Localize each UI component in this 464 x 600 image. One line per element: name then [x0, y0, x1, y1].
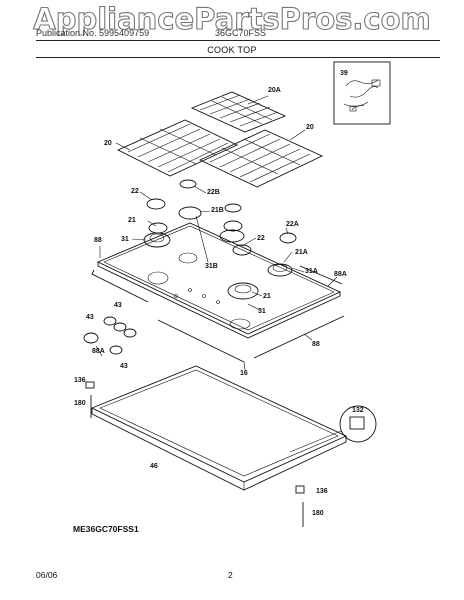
callout-180-right: 180 [312, 510, 324, 517]
control-knobs [83, 316, 137, 355]
header-rule-top [36, 40, 440, 41]
callout-31b: 31B [205, 263, 218, 270]
callout-31-left: 31 [121, 236, 129, 243]
callout-21-right: 21 [263, 293, 271, 300]
callout-21a: 21A [295, 249, 308, 256]
model-number: ME36GC70FSS1 [73, 524, 139, 534]
callout-43-left: 43 [86, 314, 94, 321]
callout-21b: 21B [211, 207, 224, 214]
page-number: 2 [228, 570, 233, 580]
cooktop-panel [96, 222, 342, 339]
callout-20-left: 20 [104, 140, 112, 147]
callout-88-right: 88 [312, 341, 320, 348]
callout-136-right: 136 [316, 488, 328, 495]
grate-20a [190, 91, 287, 133]
grate-20-right [198, 129, 324, 188]
callout-20-right: 20 [306, 124, 314, 131]
header-rule-bottom [36, 57, 440, 58]
callout-22a: 22A [286, 221, 299, 228]
callout-88-left: 88 [94, 237, 102, 244]
callout-88a-left: 88A [92, 348, 105, 355]
section-title: COOK TOP [207, 45, 257, 55]
callout-136-left: 136 [74, 377, 86, 384]
callout-31-right: 31 [258, 308, 266, 315]
callout-46: 46 [150, 463, 158, 470]
publication-number: Publication No. 5995409759 [36, 28, 150, 38]
callout-22-right: 22 [257, 235, 265, 242]
callout-22: 22 [131, 188, 139, 195]
grate-20-left [116, 119, 239, 177]
leader-lines [95, 95, 338, 371]
callout-21: 21 [128, 217, 136, 224]
footer-date: 06/06 [36, 570, 58, 580]
callout-22b: 22B [207, 189, 220, 196]
hardware [85, 381, 377, 527]
callout-20a: 20A [268, 87, 281, 94]
watermark: AppliancePartsPros.com [33, 1, 432, 36]
burner-parts [146, 179, 297, 256]
bottom-pan [90, 365, 348, 491]
inset-wire-harness: 39 [333, 61, 391, 125]
callout-16: 16 [240, 370, 248, 377]
callout-132: 132 [352, 407, 364, 414]
callout-43-top: 43 [114, 302, 122, 309]
model-reference: 36GC70FSS [215, 28, 267, 38]
callout-43-bottom: 43 [120, 363, 128, 370]
callout-180-left: 180 [74, 400, 86, 407]
callout-39: 39 [340, 70, 348, 77]
callout-31a: 31A [305, 268, 318, 275]
callout-88a-right: 88A [334, 271, 347, 278]
trim-strips [91, 265, 345, 363]
